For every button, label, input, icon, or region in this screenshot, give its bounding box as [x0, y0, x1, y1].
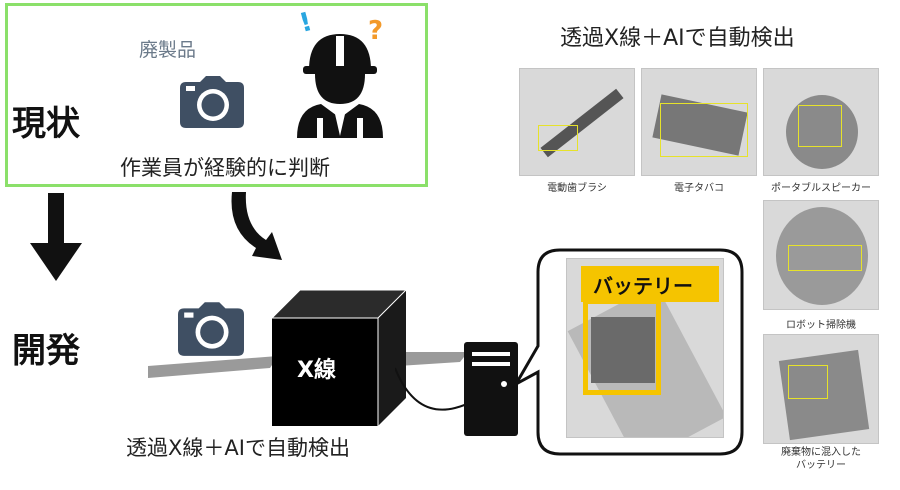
thumb-caption: ポータブルスピーカー	[771, 183, 871, 194]
current-heading: 現状	[12, 104, 80, 144]
xray-machine	[272, 290, 407, 426]
camera-icon	[180, 76, 244, 128]
battery-tag: バッテリー	[581, 266, 719, 302]
battery-detection-box	[583, 299, 661, 395]
development-heading: 開発	[12, 331, 80, 371]
thumb-caption: 電子タバコ	[674, 183, 724, 194]
conveyor-belt	[148, 352, 468, 378]
xray-thumb-robot-vacuum	[763, 200, 879, 310]
current-situation-panel	[5, 3, 428, 187]
detect-caption: 透過X線＋AIで自動検出	[126, 436, 350, 460]
judgment-text: 作業員が経験的に判断	[120, 156, 330, 180]
computer-tower-icon	[464, 342, 518, 436]
waste-label: 廃製品	[139, 39, 197, 61]
xray-thumb-mixed-battery	[763, 334, 879, 444]
thumb-caption: ロボット掃除機	[786, 320, 856, 331]
xray-thumb-speaker	[763, 68, 879, 176]
thumb-caption: 電動歯ブラシ	[547, 183, 607, 194]
down-arrow-icon	[30, 193, 82, 281]
camera-icon	[178, 302, 244, 356]
thumb-caption: 廃棄物に混入した バッテリー	[781, 447, 861, 471]
xray-thumb-toothbrush	[519, 68, 635, 176]
worker-icon	[297, 34, 383, 138]
xray-thumb-ecig	[641, 68, 757, 176]
question-mark: ?	[368, 16, 384, 46]
gallery-title: 透過X線＋AIで自動検出	[560, 26, 795, 51]
curved-arrow-icon	[231, 192, 282, 260]
xray-label: X線	[297, 358, 336, 383]
